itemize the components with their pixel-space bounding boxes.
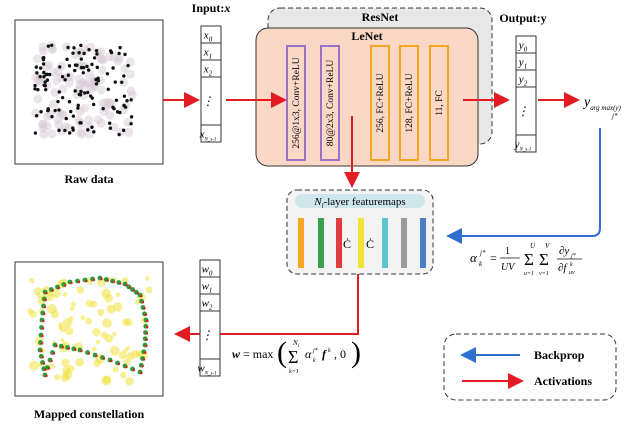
input-cell-0: x0 — [203, 30, 213, 44]
svg-text:uv: uv — [569, 270, 575, 276]
layer-label-3: 128, FC+ReLU — [405, 73, 415, 132]
layer-label-0: 256@1x3, Conv+ReLU — [292, 57, 302, 148]
layer-block-1 — [320, 45, 340, 161]
svg-text:V: V — [545, 242, 550, 250]
svg-text:k: k — [313, 358, 316, 364]
layer-block-3 — [399, 45, 419, 161]
svg-text:Σ: Σ — [288, 347, 298, 367]
svg-text:w: w — [232, 347, 241, 361]
svg-text:N: N — [292, 339, 298, 347]
svg-text:j*: j* — [570, 253, 576, 259]
weight-cell-0: w0 — [202, 264, 213, 278]
input-title: Input:x — [192, 1, 231, 15]
input-cell-3: ⋮ — [202, 94, 214, 108]
backprop-arrow — [446, 128, 601, 244]
activation-arrows — [163, 92, 580, 342]
raw-data-image — [14, 19, 164, 165]
svg-text:Σ: Σ — [524, 250, 534, 269]
raw-data-points — [31, 40, 137, 139]
svg-text:v=1: v=1 — [539, 271, 549, 277]
svg-text:k: k — [328, 348, 331, 354]
output-cell-3: ⋮ — [517, 104, 529, 118]
lenet-label: LeNet — [351, 29, 382, 43]
featuremap-bar-3 — [358, 218, 364, 268]
legend-box — [443, 333, 617, 401]
input-cell-2: x2 — [203, 64, 213, 78]
svg-text:l: l — [298, 344, 300, 349]
weight-cell-1: w1 — [202, 281, 213, 295]
featuremap-bar-1 — [318, 218, 324, 268]
svg-text:∂f: ∂f — [558, 262, 568, 274]
lenet-box — [255, 27, 479, 167]
legend-activations-label: Activations — [534, 374, 592, 388]
mapped-label: Mapped constellation — [34, 407, 145, 421]
weight-cell-3: ⋮ — [201, 328, 213, 342]
network-layers: 256@1x3, Conv+ReLU 80@2x3, Conv+ReLU 256, … — [286, 45, 449, 161]
raw-data-label: Raw data — [64, 172, 113, 186]
svg-text:=: = — [490, 251, 497, 265]
svg-text:UV: UV — [501, 262, 516, 273]
svg-text:k: k — [570, 262, 573, 268]
svg-text:α: α — [470, 250, 478, 265]
output-cell-1: y1 — [518, 57, 527, 71]
featuremaps-title: Nl-layer featuremaps — [313, 196, 405, 210]
mapped-data-points — [27, 275, 153, 386]
featuremap-bar-6 — [420, 218, 426, 268]
featuremap-bar-4 — [382, 218, 388, 268]
output-cell-0: y0 — [518, 40, 528, 54]
featuremap-bar-0 — [298, 218, 304, 268]
w-formula: w = max ( N l Σ k=1 α k j* f k , 0 ) — [232, 336, 361, 375]
svg-text:u=1: u=1 — [524, 271, 534, 277]
input-cell-1: x1 — [203, 47, 212, 61]
featuremap-ellipsis-1: Ċ — [366, 236, 374, 251]
featuremap-bar-5 — [401, 218, 407, 268]
layer-label-1: 80@2x3, Conv+ReLU — [326, 60, 336, 147]
svg-text:Σ: Σ — [539, 250, 549, 269]
weight-cell-2: w2 — [202, 298, 213, 312]
featuremaps-title-bg — [295, 194, 425, 208]
argmax-sup: j* — [611, 112, 618, 120]
layer-block-0 — [286, 45, 306, 161]
svg-text:j*: j* — [479, 249, 486, 257]
legend: Backprop Activations — [443, 333, 617, 401]
alpha-formula: α k j* = 1 UV U Σ u=1 V Σ v=1 ∂y j* ∂f u… — [470, 242, 582, 277]
mapped-constellation-image — [14, 261, 164, 397]
layer-block-4 — [429, 45, 449, 161]
svg-text:j*: j* — [312, 348, 318, 354]
svg-text:U: U — [530, 242, 536, 250]
svg-text:= max: = max — [243, 347, 273, 361]
svg-text:(: ( — [277, 336, 287, 369]
legend-backprop-label: Backprop — [534, 348, 585, 362]
output-cell-2: y2 — [518, 74, 528, 88]
svg-text:): ) — [351, 336, 361, 369]
svg-text:f: f — [322, 347, 327, 361]
svg-text:k=1: k=1 — [289, 369, 299, 375]
svg-text:1: 1 — [505, 246, 510, 257]
layer-label-2: 256, FC+ReLU — [376, 73, 386, 132]
output-title: Output:y — [499, 11, 546, 25]
svg-text:, 0: , 0 — [334, 347, 346, 361]
svg-text:∂y: ∂y — [559, 245, 569, 257]
featuremap-bar-2 — [336, 218, 342, 268]
resnet-label: ResNet — [362, 10, 399, 24]
svg-text:k: k — [479, 260, 483, 268]
layer-label-4: 11, FC — [435, 90, 445, 116]
featuremap-ellipsis-0: Ċ — [343, 236, 351, 251]
svg-text:α: α — [305, 347, 312, 361]
argmax-output: yarg max(y) — [582, 95, 622, 112]
layer-block-2 — [370, 45, 390, 161]
